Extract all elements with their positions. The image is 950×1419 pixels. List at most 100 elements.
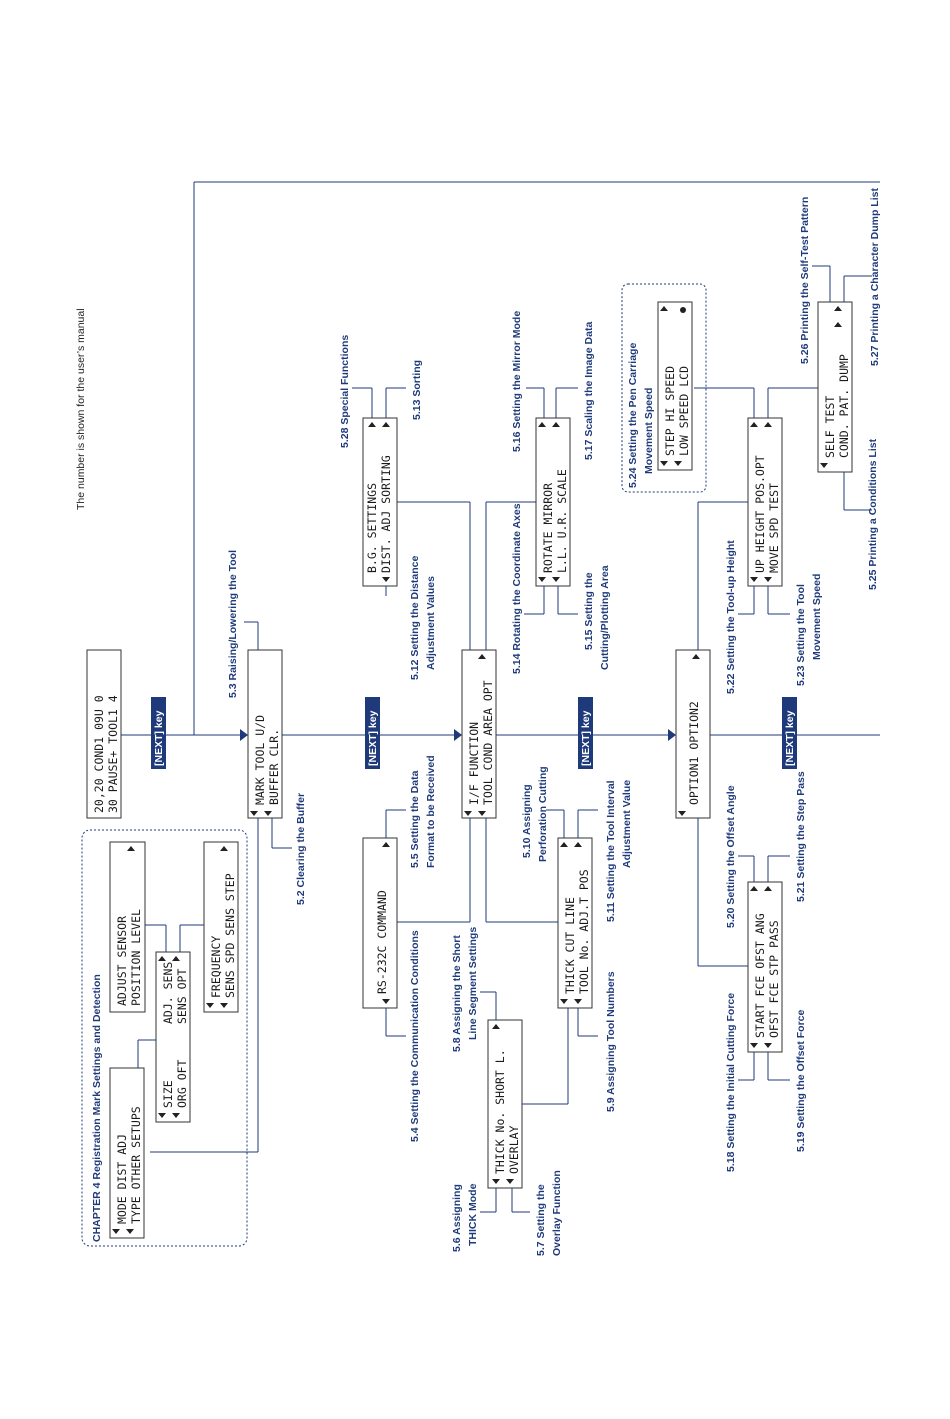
lcd-step-speed: STEP HI SPEED LOW SPEED LCD [657, 301, 693, 471]
caption-5-8-line1: 5.8 Assigning the Short [451, 935, 463, 1052]
svg-text:TOOL No. ADJ.T POS: TOOL No. ADJ.T POS [577, 869, 591, 994]
caption-5-11-line1: 5.11 Setting the Tool Interval [605, 780, 617, 922]
pen-carriage-region [621, 283, 707, 493]
next-key-4: [NEXT] key [782, 697, 797, 769]
caption-5-5-line2: Format to be Received [425, 755, 437, 868]
svg-text:SENS SPD SENS STEP: SENS SPD SENS STEP [223, 873, 237, 998]
lcd-frequency: FREQUENCY SENS SPD SENS STEP [203, 841, 239, 1013]
arrow-to-option [668, 729, 676, 741]
main-spine [120, 181, 880, 741]
caption-5-11-line2: Adjustment Value [621, 780, 633, 868]
svg-text:THICK CUT LINE: THICK CUT LINE [563, 897, 577, 994]
next-key-1: [NEXT] key [151, 697, 166, 769]
svg-text:MOVE SPD TEST: MOVE SPD TEST [767, 483, 781, 573]
svg-text:OFST FCE STP PASS: OFST FCE STP PASS [767, 920, 781, 1038]
caption-5-19: 5.19 Setting the Offset Force [795, 1009, 807, 1152]
caption-5-22: 5.22 Setting the Tool-up Height [725, 540, 737, 694]
lcd-self-test: SELF TEST COND. PAT. DUMP [812, 265, 872, 511]
lcd-size-adjsens: SIZE ORG OFT ADJ. SENS SENS OPT [145, 924, 204, 1123]
caption-5-2: 5.2 Clearing the Buffer [295, 793, 307, 905]
caption-5-10-line1: 5.10 Assigning [521, 784, 533, 858]
caption-5-13: 5.13 Sorting [411, 360, 423, 420]
caption-5-10-line2: Perforation Cutting [537, 766, 549, 862]
arrow-to-mark [240, 729, 248, 741]
chapter4-region [81, 829, 248, 1247]
caption-5-24-line1: 5.24 Setting the Pen Carriage [627, 343, 639, 488]
caption-5-6-line1: 5.6 Assigning [451, 1184, 463, 1252]
caption-5-7-line1: 5.7 Setting the [535, 1184, 547, 1256]
lcd-adjust-sensor: ADJUST SENSOR POSITION LEVEL [109, 841, 146, 1013]
svg-text:[NEXT] key: [NEXT] key [784, 710, 796, 766]
chapter4-title: CHAPTER 4 Registration Mark Settings and… [91, 974, 103, 1242]
caption-5-3: 5.3 Raising/Lowering the Tool [227, 550, 239, 698]
svg-text:20,20 COND1 09U 0: 20,20 COND1 09U 0 [92, 695, 106, 813]
svg-text:SIZE: SIZE [161, 1080, 175, 1108]
svg-text:MODE DIST ADJ: MODE DIST ADJ [115, 1134, 129, 1224]
caption-5-21: 5.21 Setting the Step Pass [795, 771, 807, 902]
arrow-to-if [454, 729, 462, 741]
caption-5-28: 5.28 Special Functions [339, 335, 351, 448]
svg-text:RS-232C COMMAND: RS-232C COMMAND [375, 890, 389, 994]
lcd-mark-tool: MARK TOOL U/D BUFFER CLR. [150, 621, 292, 1153]
caption-5-18: 5.18 Setting the Initial Cutting Force [725, 993, 737, 1172]
svg-text:ORG OFT: ORG OFT [175, 1059, 189, 1108]
caption-5-5-line1: 5.5 Setting the Data [409, 770, 421, 868]
svg-text:COND. PAT. DUMP: COND. PAT. DUMP [837, 354, 851, 458]
svg-text:MARK TOOL U/D: MARK TOOL U/D [253, 715, 267, 805]
svg-text:THICK No. SHORT L.: THICK No. SHORT L. [493, 1049, 507, 1174]
lcd-thick-overlay: THICK No. SHORT L. OVERLAY [480, 991, 569, 1213]
caption-5-6-line2: THICK Mode [467, 1183, 479, 1246]
svg-text:STEP HI SPEED: STEP HI SPEED [663, 366, 677, 456]
svg-text:START FCE OFST ANG: START FCE OFST ANG [753, 913, 767, 1038]
caption-5-8-line2: Line Segment Settings [467, 927, 479, 1040]
svg-text:[NEXT] key: [NEXT] key [367, 710, 379, 766]
svg-text:LOW SPEED LCD: LOW SPEED LCD [677, 366, 691, 456]
lcd-mode-type: MODE DIST ADJ TYPE OTHER SETUPS [109, 1039, 156, 1239]
caption-5-24-line2: Movement Speed [643, 388, 655, 474]
caption-5-14: 5.14 Rotating the Coordinate Axes [511, 503, 523, 674]
caption-5-25: 5.25 Printing a Conditions List [867, 438, 879, 590]
caption-5-7-line2: Overlay Function [551, 1170, 563, 1256]
next-key-2: [NEXT] key [365, 697, 380, 769]
caption-5-23-line2: Movement Speed [811, 574, 823, 660]
svg-text:ROTATE MIRROR: ROTATE MIRROR [541, 483, 555, 573]
lcd-option: OPTION1 OPTION2 [675, 501, 748, 967]
caption-5-12-line1: 5.12 Setting the Distance [409, 556, 421, 680]
svg-text:30 PAUSE+ TOOL1 4: 30 PAUSE+ TOOL1 4 [106, 695, 120, 813]
svg-text:TYPE OTHER SETUPS: TYPE OTHER SETUPS [129, 1106, 143, 1224]
caption-5-15-line2: Cutting/Plotting Area [599, 565, 611, 670]
lcd-bg-settings: B.G. SETTINGS DIST. ADJ SORTING [352, 387, 406, 596]
svg-text:B.G. SETTINGS: B.G. SETTINGS [365, 483, 379, 573]
svg-text:FREQUENCY: FREQUENCY [209, 936, 223, 998]
svg-text:SENS OPT: SENS OPT [175, 969, 189, 1024]
lcd-rs232c: RS-232C COMMAND [362, 809, 471, 1037]
svg-text:[NEXT] key: [NEXT] key [580, 710, 592, 766]
svg-text:BUFFER CLR.: BUFFER CLR. [267, 729, 281, 805]
next-key-3: [NEXT] key [578, 697, 593, 769]
svg-text:UP HEIGHT POS.OPT: UP HEIGHT POS.OPT [753, 455, 767, 573]
caption-5-12-line2: Adjustment Values [425, 576, 437, 670]
svg-text:SELF TEST: SELF TEST [823, 396, 837, 458]
caption-5-9: 5.9 Assigning Tool Numbers [605, 971, 617, 1112]
lcd-rotate-mirror: ROTATE MIRROR L.L. U.R. SCALE [524, 387, 578, 615]
svg-text:ADJUST SENSOR: ADJUST SENSOR [115, 916, 129, 1006]
caption-5-4: 5.4 Setting the Communication Conditions [409, 930, 421, 1142]
svg-text:DIST. ADJ SORTING: DIST. ADJ SORTING [379, 455, 393, 573]
svg-text:OPTION1 OPTION2: OPTION1 OPTION2 [687, 701, 701, 805]
lcd-start-fce: START FCE OFST ANG OFST FCE STP PASS [738, 855, 790, 1081]
svg-text:I/F FUNCTION: I/F FUNCTION [467, 722, 481, 805]
svg-text:POSITION LEVEL: POSITION LEVEL [129, 909, 143, 1006]
caption-5-17: 5.17 Scaling the Image Data [583, 322, 595, 460]
status-display: 20,20 COND1 09U 0 30 PAUSE+ TOOL1 4 [86, 649, 122, 819]
caption-5-27: 5.27 Printing a Character Dump List [869, 188, 881, 366]
lcd-up-height: UP HEIGHT POS.OPT MOVE SPD TEST [694, 387, 818, 615]
svg-text:OVERLAY: OVERLAY [507, 1125, 521, 1174]
manual-note: The number is shown for the user’s manua… [75, 308, 87, 510]
lcd-thick-cutline: THICK CUT LINE TOOL No. ADJ.T POS [546, 809, 598, 1037]
caption-5-15-line1: 5.15 Setting the [583, 572, 595, 650]
caption-5-16: 5.16 Setting the Mirror Mode [511, 311, 523, 452]
svg-text:[NEXT] key: [NEXT] key [153, 710, 165, 766]
caption-5-26: 5.26 Printing the Self-Test Pattern [799, 197, 811, 364]
